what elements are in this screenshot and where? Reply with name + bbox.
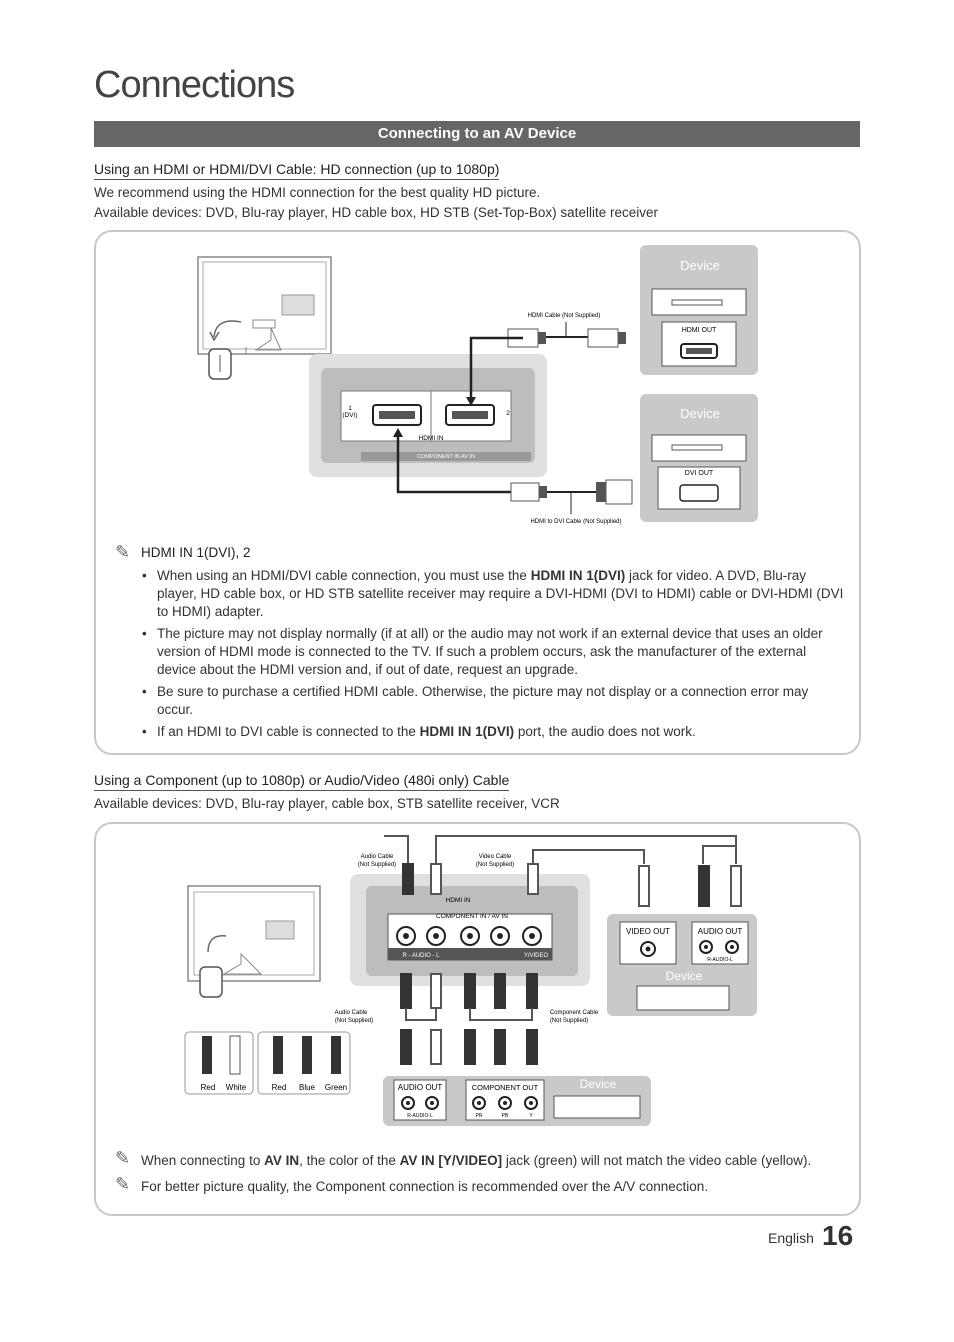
- hdmi-bullet: Be sure to purchase a certified HDMI cab…: [140, 683, 845, 719]
- hdmi-dvi-cable: [393, 428, 633, 514]
- hdmi-bullet: The picture may not display normally (if…: [140, 625, 845, 679]
- component-cable-sub-label: (Not Supplied): [550, 1018, 588, 1024]
- component-panel-audio-label: R - AUDIO - L: [402, 953, 440, 959]
- video-cable-top-sub-label: (Not Supplied): [476, 862, 514, 868]
- component-hdmi-in-label: HDMI IN: [446, 897, 471, 904]
- device-bottom-label: Device: [580, 1077, 617, 1091]
- pb-label: PB: [502, 1113, 509, 1119]
- component-note-1: When connecting to AV IN, the color of t…: [141, 1153, 812, 1168]
- y-label: Y: [529, 1113, 533, 1119]
- component-diagram: HDMI IN COMPONENT IN / AV IN R - AUDIO -…: [184, 835, 757, 1126]
- tv-back-illustration: [197, 256, 332, 380]
- tv-port2-label: 2: [506, 410, 510, 417]
- hdmi-dvi-cable-label: HDMI to DVI Cable (Not Supplied): [530, 519, 621, 525]
- video-cable-top-label: Video Cable: [479, 854, 512, 860]
- note-icon: ✎: [115, 1148, 131, 1168]
- hdmi-bullet: If an HDMI to DVI cable is connected to …: [140, 723, 845, 741]
- hdmi-diagram: 1 (DVI) 2 HDMI IN COMPONENT IN AV IN Dev…: [197, 245, 758, 525]
- component-intro: Available devices: DVD, Blu-ray player, …: [94, 796, 560, 811]
- device2-port-label: DVI OUT: [685, 470, 714, 477]
- hdmi-note-heading: HDMI IN 1(DVI), 2: [141, 545, 251, 560]
- hdmi-intro-2: Available devices: DVD, Blu-ray player, …: [94, 205, 658, 220]
- tv-panel-sub-label: COMPONENT IN AV IN: [417, 454, 475, 460]
- device2-player-icon: [651, 434, 747, 462]
- legend-red2-label: Red: [272, 1083, 287, 1092]
- hdmi-bullet-list: When using an HDMI/DVI cable connection,…: [140, 567, 845, 745]
- note-icon: ✎: [115, 542, 131, 562]
- audio-cable-top-label: Audio Cable: [361, 854, 394, 860]
- device-right-player-icon: [636, 985, 730, 1011]
- component-panel-video-label: Y/VIDEO: [524, 953, 549, 959]
- section-title-bar: Connecting to an AV Device: [94, 121, 860, 147]
- device-right-label: Device: [666, 969, 703, 983]
- hdmi-subheading: Using an HDMI or HDMI/DVI Cable: HD conn…: [94, 161, 500, 180]
- device2-dvi-port: [679, 484, 719, 502]
- component-out-label: COMPONENT OUT: [472, 1083, 539, 1092]
- page-number: 16: [822, 1220, 854, 1251]
- hdmi-bullet: When using an HDMI/DVI cable connection,…: [140, 567, 845, 621]
- tv-hdmi-terminal: [321, 368, 535, 463]
- right-r-audio-l-label: R-AUDIO-L: [707, 957, 733, 963]
- top-cables: [384, 835, 742, 907]
- legend-white-label: White: [226, 1083, 247, 1092]
- component-panel-title: COMPONENT IN / AV IN: [436, 913, 508, 920]
- bottom-cables: [400, 973, 538, 1065]
- pr-label: PR: [476, 1113, 483, 1119]
- tv-port1-label: 1: [348, 405, 352, 412]
- device1-label: Device: [680, 258, 720, 273]
- device1-port-label: HDMI OUT: [682, 327, 717, 334]
- legend-green-label: Green: [325, 1083, 347, 1092]
- audio-cable-bottom-sub-label: (Not Supplied): [335, 1018, 373, 1024]
- note-icon: ✎: [115, 1174, 131, 1194]
- device-bottom-player-icon: [553, 1095, 641, 1119]
- audio-cable-top-sub-label: (Not Supplied): [358, 862, 396, 868]
- legend-blue-label: Blue: [299, 1083, 316, 1092]
- tv-hdmi-in-label: HDMI IN: [419, 435, 444, 442]
- legend-red-label: Red: [201, 1083, 216, 1092]
- hdmi-intro-1: We recommend using the HDMI connection f…: [94, 185, 541, 200]
- bottom-r-audio-l-label: R-AUDIO-L: [407, 1113, 433, 1119]
- page-title: Connections: [94, 64, 295, 106]
- audio-out-label: AUDIO OUT: [698, 927, 743, 936]
- device2-label: Device: [680, 406, 720, 421]
- device1-player-icon: [651, 288, 747, 316]
- footer-language: English: [768, 1230, 814, 1246]
- hdmi-cable: [466, 322, 626, 406]
- component-note-2: For better picture quality, the Componen…: [141, 1179, 709, 1194]
- audio-cable-bottom-label: Audio Cable: [335, 1010, 368, 1016]
- hdmi-cable-label: HDMI Cable (Not Supplied): [528, 313, 601, 319]
- video-out-label: VIDEO OUT: [626, 927, 670, 936]
- component-cable-label: Component Cable: [550, 1010, 599, 1016]
- tv-port1-sub-label: (DVI): [342, 412, 357, 419]
- bottom-audio-out-label: AUDIO OUT: [398, 1083, 443, 1092]
- component-subheading: Using a Component (up to 1080p) or Audio…: [94, 772, 510, 791]
- tv-back-illustration-2: [187, 885, 321, 998]
